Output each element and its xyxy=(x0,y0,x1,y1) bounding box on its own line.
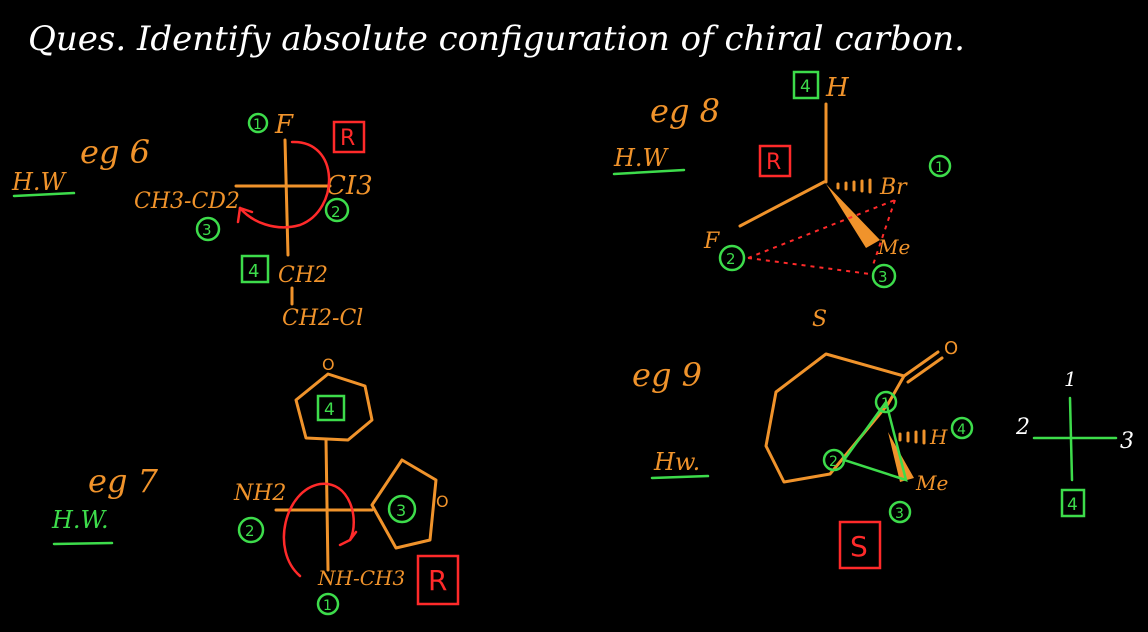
eg8-rank-circle-left xyxy=(718,244,746,272)
eg9-rank-1: 1 xyxy=(881,396,890,412)
eg8-dashed-line-3 xyxy=(871,199,896,269)
eg6-right-label: CI3 xyxy=(326,171,373,201)
eg8-rank-top: 4 xyxy=(800,77,811,97)
eg6-rank-box-bottom xyxy=(240,254,270,284)
eg7-right-ring xyxy=(370,458,438,550)
eg8-top-label: H xyxy=(825,73,850,103)
example-9: eg 9 Hw. O H 4 Me 3 1 2 S 1 xyxy=(632,338,1134,570)
eg9-cross-bottom: 4 xyxy=(1067,495,1078,515)
eg6-result-box xyxy=(332,120,366,154)
eg9-rank-2: 2 xyxy=(829,454,838,470)
eg6-rank-circle-right xyxy=(324,197,350,223)
eg7-title: eg 7 xyxy=(88,462,159,500)
eg7-bottom-label: NH-CH3 xyxy=(317,566,405,590)
eg7-rank-top: 4 xyxy=(324,400,335,420)
eg9-rank-circle-2 xyxy=(822,448,846,472)
eg8-right-label: Br xyxy=(879,175,908,200)
eg6-hw: H.W xyxy=(11,168,68,196)
eg9-cross-left: 2 xyxy=(1015,415,1030,440)
eg6-title: eg 6 xyxy=(80,133,150,171)
eg6-rank-circle-left xyxy=(195,216,221,242)
eg9-ring xyxy=(764,352,906,484)
example-8: eg 8 H.W 4 H R Br 1 F 2 Me 3 xyxy=(612,70,952,332)
eg7-rank-box-top xyxy=(316,394,346,422)
eg7-right-ring-oxygen: O xyxy=(436,492,449,511)
eg7-vertical-bond xyxy=(324,438,330,572)
eg7-rank-bottom: 1 xyxy=(323,598,332,614)
eg8-wedge-label: Me xyxy=(877,235,910,259)
eg6-rank-circle-top xyxy=(247,112,269,134)
eg6-rotation-arrow xyxy=(238,140,331,229)
eg8-left-label: F xyxy=(703,229,720,254)
eg7-arrowhead xyxy=(338,530,358,547)
eg7-rotation-arrow xyxy=(282,482,355,578)
eg9-cross-right: 3 xyxy=(1120,429,1134,454)
eg6-result: R xyxy=(340,126,355,151)
eg9-rank-circle-hash xyxy=(950,416,974,440)
eg8-dashed-line-1 xyxy=(747,257,871,275)
eg8-wedge-bond xyxy=(826,184,880,248)
eg7-rank-circle-left xyxy=(237,516,265,544)
eg8-rank-left: 2 xyxy=(726,250,736,268)
eg9-cross-bottom-box xyxy=(1060,488,1086,518)
eg9-carbonyl-bond xyxy=(902,350,940,378)
eg6-hw-underline xyxy=(12,191,76,198)
eg9-rank-circle-wedge xyxy=(888,500,912,524)
eg8-title: eg 8 xyxy=(650,92,720,130)
eg9-hw-underline xyxy=(650,474,710,480)
eg9-rank-circle-1 xyxy=(874,390,898,414)
eg9-rank-hash: 4 xyxy=(957,422,966,438)
eg9-cross-top: 1 xyxy=(1064,367,1077,391)
eg7-rank-left: 2 xyxy=(245,522,255,540)
eg7-rank-circle-bottom xyxy=(316,592,340,616)
eg7-rank-right: 3 xyxy=(396,501,406,520)
eg8-rank-wedge: 3 xyxy=(878,268,888,286)
eg9-priority-triangle xyxy=(841,399,908,482)
eg8-rank-box-top xyxy=(792,70,820,100)
eg6-rank-left: 3 xyxy=(202,221,212,239)
eg8-hw: H.W xyxy=(613,144,670,172)
eg9-carbonyl-bond-2 xyxy=(906,356,944,384)
eg6-rank-top: 1 xyxy=(253,117,262,133)
eg6-left-label: CH3-CD2 xyxy=(134,189,240,214)
eg7-hw: H.W. xyxy=(51,506,109,534)
eg9-hashed-bond xyxy=(898,429,926,445)
eg6-top-label: F xyxy=(274,110,294,140)
eg6-bottom-chain: CH2-Cl xyxy=(282,306,363,331)
eg6-rank-bottom: 4 xyxy=(248,261,259,282)
eg8-result: R xyxy=(766,150,781,175)
eg9-result-box xyxy=(838,520,882,570)
eg8-hashed-bond xyxy=(836,178,872,194)
eg7-left-label: NH2 xyxy=(233,481,286,506)
eg8-rank-right: 1 xyxy=(935,160,944,176)
eg9-title: eg 9 xyxy=(632,356,702,394)
eg8-rank-circle-wedge xyxy=(871,263,897,289)
eg9-carbonyl-oxygen: O xyxy=(944,338,958,359)
eg6-arrowhead xyxy=(236,206,254,224)
example-6: eg 6 H.W 1 F R CI3 2 CH3-CD2 3 4 CH2 CH2… xyxy=(11,110,373,331)
eg6-rank-right: 2 xyxy=(331,203,341,221)
eg7-top-ring-oxygen: O xyxy=(322,355,335,374)
eg7-result: R xyxy=(428,564,447,597)
eg6-vertical-bond xyxy=(283,138,290,257)
eg9-result: S xyxy=(850,530,868,563)
eg7-top-ring xyxy=(294,372,374,442)
eg9-wedge-label: Me xyxy=(915,471,948,495)
question-title: Ques. Identify absolute configuration of… xyxy=(28,19,965,59)
eg6-bottom-label: CH2 xyxy=(278,263,328,288)
eg7-result-box xyxy=(416,554,460,606)
eg8-below-mark: S xyxy=(812,307,827,332)
eg8-rank-circle-right xyxy=(928,154,952,178)
eg7-hw-underline xyxy=(52,541,114,546)
eg8-hw-underline xyxy=(612,168,686,176)
example-7: eg 7 H.W. O 4 O 3 NH2 2 NH-CH3 1 R xyxy=(51,355,460,616)
eg9-rank-wedge: 3 xyxy=(895,506,904,522)
eg7-rank-circle-right xyxy=(387,494,417,524)
eg9-hw: Hw. xyxy=(653,448,700,476)
eg9-hash-label: H xyxy=(929,425,948,449)
eg8-result-box xyxy=(758,144,792,178)
eg8-bond-left xyxy=(738,180,826,228)
